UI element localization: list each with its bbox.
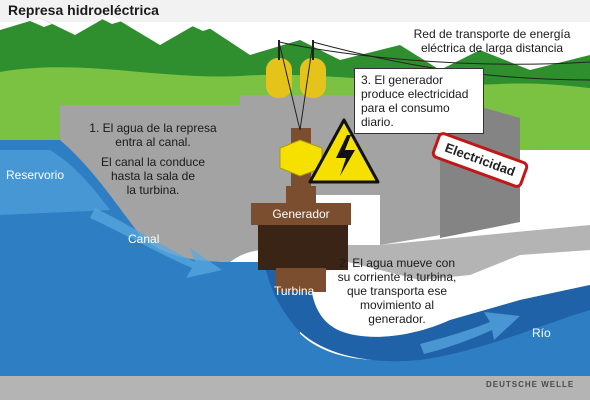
step1-label: 1. El agua de la represa entra al canal.… xyxy=(78,121,228,197)
step2-line: su corriente la turbina, xyxy=(337,270,457,284)
step2-line: generador. xyxy=(368,312,426,326)
step1-line: hasta la sala de xyxy=(110,169,196,183)
power-line-top xyxy=(278,41,590,65)
step1-line: entra al canal. xyxy=(115,135,191,149)
reservoir-highlight xyxy=(0,150,110,215)
step2-line: que transporta ese xyxy=(346,284,448,298)
river-water xyxy=(260,285,590,380)
generator-label: Generador xyxy=(251,203,351,225)
step2-label: 2. El agua mueve con su corriente la tur… xyxy=(328,256,466,326)
page-title: Represa hidroeléctrica xyxy=(8,2,159,18)
grid-label-line: eléctrica de larga distancia xyxy=(420,41,564,55)
power-line-bottom xyxy=(312,41,590,81)
ground xyxy=(0,376,590,400)
step2-line: 2. El agua mueve con xyxy=(338,256,456,270)
turbine-label: Turbina xyxy=(274,284,315,298)
river-label: Río xyxy=(532,326,551,340)
grid-label-line: Red de transporte de energía xyxy=(413,27,571,41)
high-voltage-warning-icon xyxy=(308,118,380,184)
generator-base xyxy=(258,225,348,270)
step3-callout: 3. El generador produce electricidad par… xyxy=(354,68,484,134)
canal-label: Canal xyxy=(128,232,160,246)
flow-arrow-icon xyxy=(90,208,222,278)
step1-line: El canal la conduce xyxy=(100,155,206,169)
draft-tube xyxy=(266,270,590,362)
step1-line: la turbina. xyxy=(126,183,180,197)
title-bar xyxy=(0,0,590,22)
brand-logo: DEUTSCHE WELLE xyxy=(486,380,575,389)
grid-label: Red de transporte de energía eléctrica d… xyxy=(397,27,587,55)
river-bank xyxy=(300,225,590,280)
step1-line: 1. El agua de la represa xyxy=(89,121,217,135)
shaft-lower xyxy=(286,186,316,206)
turbine-housing xyxy=(276,268,326,292)
shaft-wires xyxy=(278,41,314,131)
transformer-right xyxy=(300,58,326,98)
reservoir-label: Reservorio xyxy=(6,168,65,182)
step2-line: movimiento al xyxy=(359,298,435,312)
flow-arrow-river xyxy=(420,312,520,354)
